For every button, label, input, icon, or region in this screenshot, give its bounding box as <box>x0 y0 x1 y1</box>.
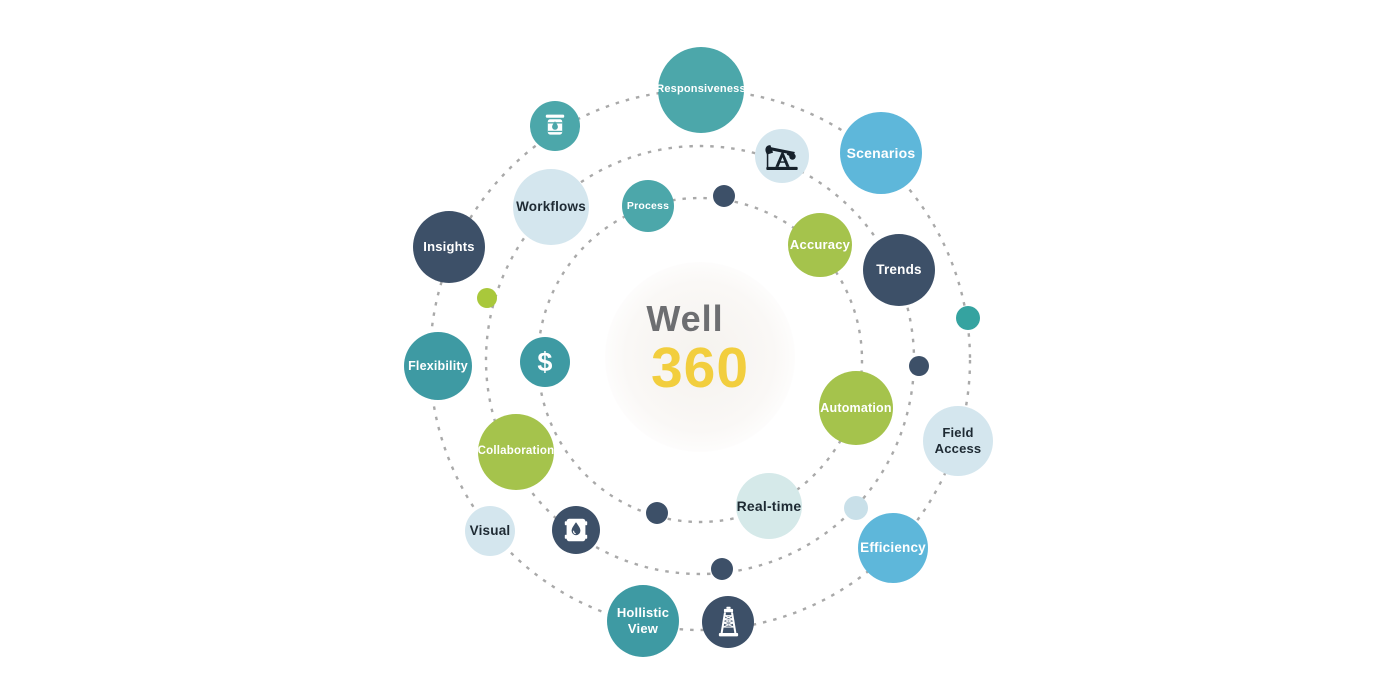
node-insights-label: Insights <box>423 239 475 255</box>
node-real-time-label: Real-time <box>736 497 802 514</box>
dot-green <box>477 288 497 308</box>
dot-navy-bottom <box>711 558 733 580</box>
node-scenarios-label: Scenarios <box>846 144 916 161</box>
node-automation: Automation <box>819 371 893 445</box>
dot-lightblue <box>844 496 868 520</box>
dot-navy-left <box>646 502 668 524</box>
node-responsiveness-label: Responsiveness <box>656 83 746 96</box>
node-automation-label: Automation <box>820 400 892 415</box>
node-trends: Trends <box>863 234 935 306</box>
node-process: Process <box>622 180 674 232</box>
node-trends-label: Trends <box>876 261 922 277</box>
node-collaboration-label: Collaboration <box>477 445 555 458</box>
node-field-access: Field Access <box>923 406 993 476</box>
node-real-time: Real-time <box>736 473 802 539</box>
dot-teal-right <box>956 306 980 330</box>
node-flexibility-label: Flexibility <box>408 358 468 373</box>
node-process-label: Process <box>626 199 670 212</box>
dollar-icon-node-label: $ <box>537 346 553 377</box>
node-insights: Insights <box>413 211 485 283</box>
node-collaboration: Collaboration <box>478 414 554 490</box>
node-workflows: Workflows <box>513 169 589 245</box>
dot-navy-top <box>713 185 735 207</box>
node-flexibility: Flexibility <box>404 332 472 400</box>
node-workflows-label: Workflows <box>516 198 586 214</box>
oil-drop-icon-node <box>552 506 600 554</box>
center-title-360: 360 <box>650 336 750 400</box>
node-scenarios: Scenarios <box>840 112 922 194</box>
pump-jack-icon <box>765 145 798 170</box>
derrick-icon-node <box>702 596 754 648</box>
node-accuracy-label: Accuracy <box>789 237 851 253</box>
center-halo <box>605 262 795 452</box>
oil-drop-barrel-icon <box>564 518 588 542</box>
derrick-icon <box>718 606 738 636</box>
node-visual: Visual <box>465 506 515 556</box>
node-hollistic-view-label: Hollistic View <box>616 605 670 636</box>
node-accuracy: Accuracy <box>788 213 852 277</box>
pump-jack-icon-node <box>755 129 809 183</box>
node-field-access-label: Field Access <box>934 425 982 456</box>
orbit-ring <box>536 196 864 524</box>
node-efficiency-label: Efficiency <box>860 539 926 555</box>
node-visual-label: Visual <box>469 522 511 538</box>
center-title-well: Well <box>646 298 724 339</box>
node-hollistic-view: Hollistic View <box>607 585 679 657</box>
dot-navy-right <box>909 356 929 376</box>
oil-barrel-icon <box>545 114 565 135</box>
oil-barrel-icon-node <box>530 101 580 151</box>
node-efficiency: Efficiency <box>858 513 928 583</box>
dollar-icon-node: $ <box>520 337 570 387</box>
node-responsiveness: Responsiveness <box>656 47 746 133</box>
